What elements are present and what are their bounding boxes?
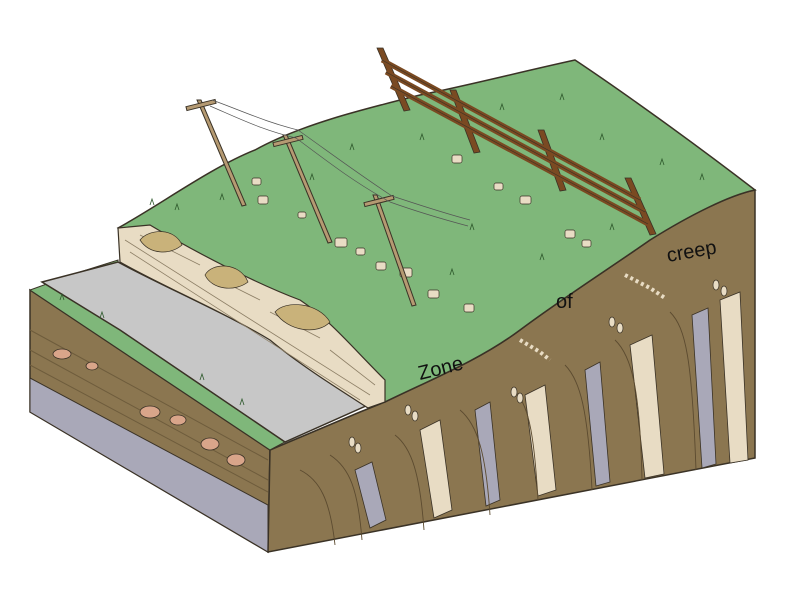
utility-poles [185,98,471,307]
right-cross-section [267,189,756,553]
fence [376,47,657,236]
left-cross-section [29,288,271,554]
grass-tufts [59,92,705,406]
label-word-of: of [556,291,573,313]
retaining-wall [117,224,386,409]
boulders [251,154,592,313]
